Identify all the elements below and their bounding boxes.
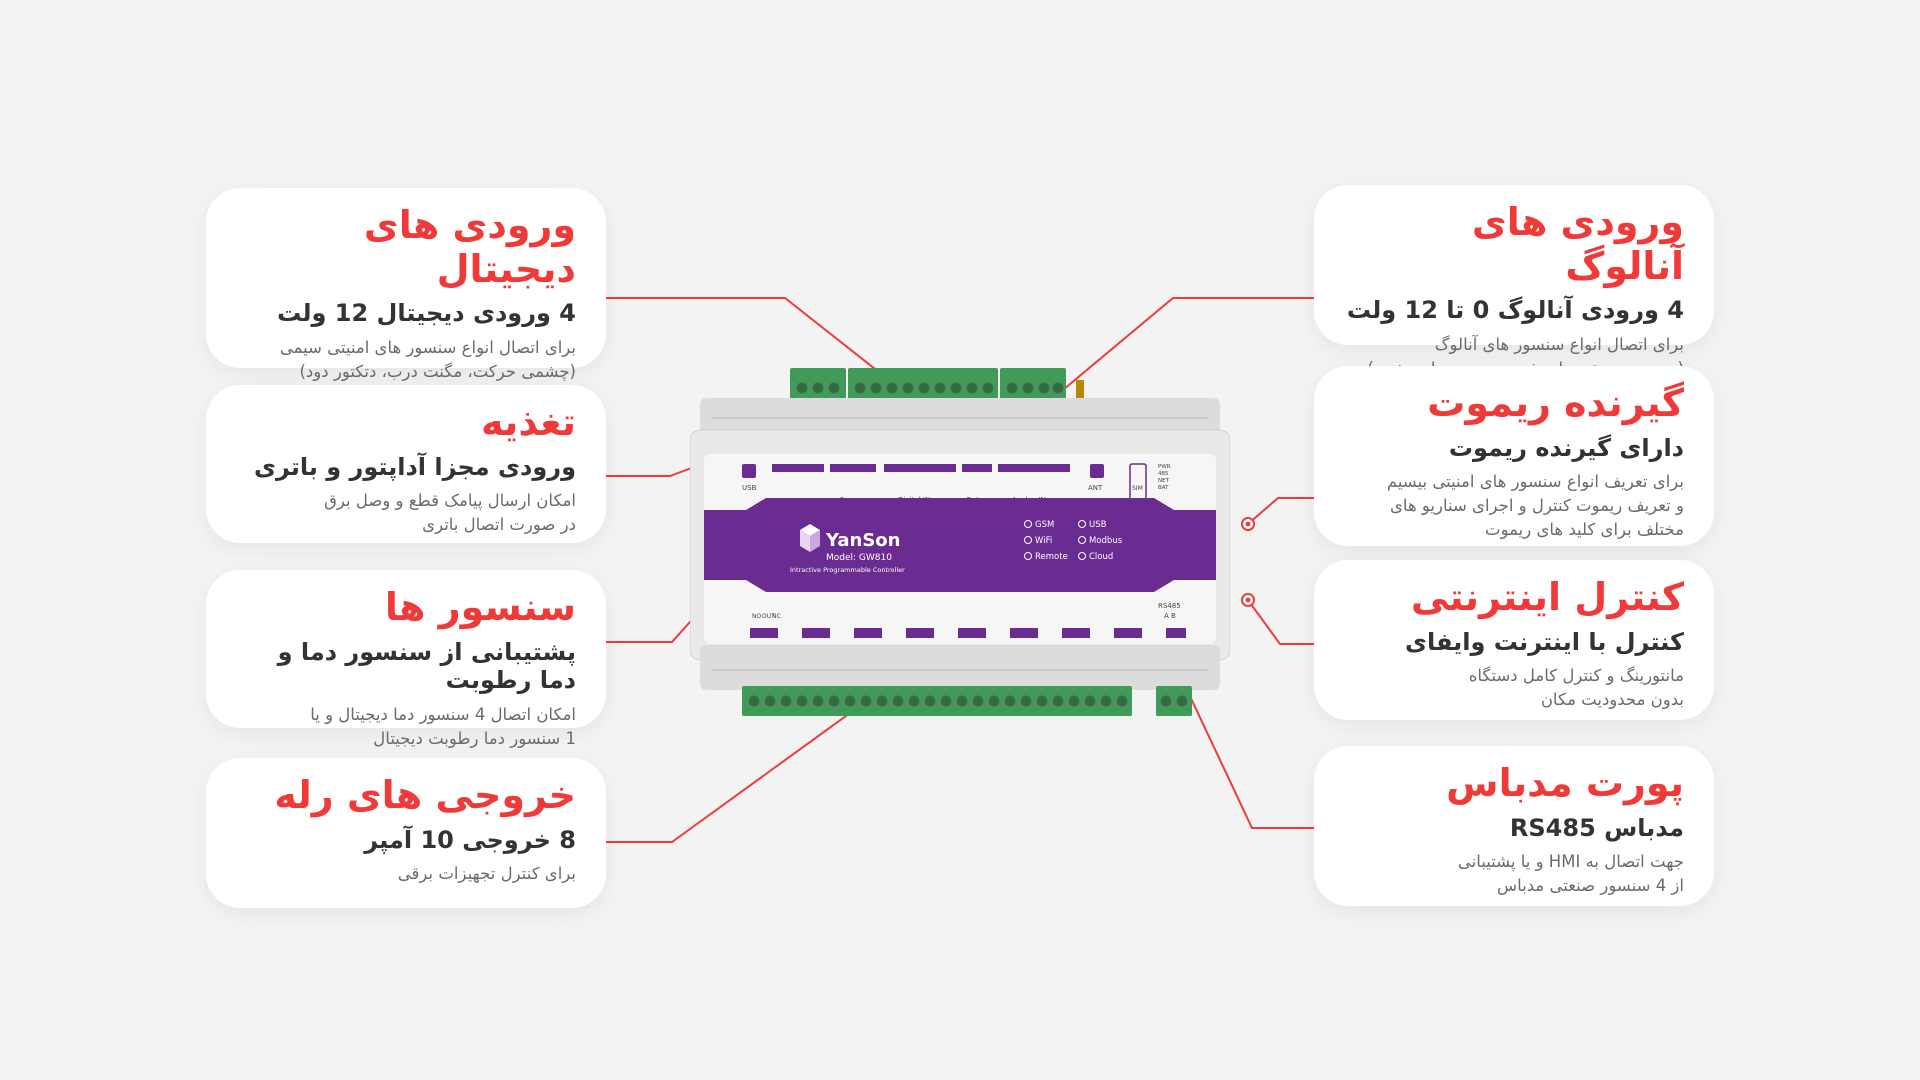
feature-cloud: Cloud	[1089, 552, 1113, 562]
card-subtitle: 8 خروجی 10 آمپر	[364, 825, 576, 854]
card-title: خروجی های رله	[274, 773, 576, 817]
card-description: برای تعریف انواع سنسور های امنیتی بیسیم …	[1386, 472, 1684, 540]
controller-device: USB Sensors Digital IN Out Analog IN ANT…	[690, 368, 1230, 716]
feature-usb: USB	[1089, 520, 1107, 530]
line-relay	[605, 657, 927, 843]
rs485-label: RS485	[1158, 602, 1181, 610]
led-bat: BAT	[1158, 485, 1169, 491]
card-remote-receiver: گیرنده ریموت دارای گیرنده ریموت برای تعر…	[1314, 366, 1714, 546]
line-remote	[1247, 497, 1315, 525]
card-subtitle: 4 ورودی آنالوگ 0 تا 12 ولت	[1346, 296, 1684, 325]
card-description: امکان ارسال پیامک قطع و وصل برق در صورت …	[324, 491, 576, 535]
card-sensors: سنسور ها پشتیبانی از سنسور دما و دما رطو…	[206, 570, 606, 748]
card-description: مانتورینگ و کنترل کامل دستگاه بدون محدود…	[1468, 666, 1684, 710]
feature-remote: Remote	[1035, 552, 1068, 562]
card-title: تغذیه	[481, 400, 576, 444]
line-internet	[1247, 599, 1315, 645]
card-title: گیرنده ریموت	[1427, 381, 1684, 425]
led-net: NET	[1158, 478, 1170, 484]
card-relay-outputs: خروجی های رله 8 خروجی 10 آمپر برای کنترل…	[206, 758, 606, 908]
yanson-logo-icon	[800, 524, 820, 552]
card-description: جهت اتصال به HMI و یا پشتیبانی از 4 سنسو…	[1457, 852, 1684, 896]
led-485: 485	[1158, 471, 1169, 477]
top-terminal-blocks	[790, 368, 1084, 402]
card-title: ورودی های دیجیتال	[363, 203, 576, 291]
card-subtitle: کنترل با اینترنت وایفای	[1404, 627, 1684, 656]
label-usb: USB	[742, 484, 757, 492]
card-modbus-port: پورت مدباس مدباس RS485 جهت اتصال به HMI …	[1314, 746, 1714, 906]
card-power: تغذیه ورودی مجزا آداپتور و باتری امکان ا…	[206, 385, 606, 543]
card-description: امکان اتصال 4 سنسور دما دیجیتال و یا 1 س…	[310, 705, 576, 749]
card-subtitle: مدباس RS485	[1509, 813, 1684, 842]
rs485-pins: A B	[1164, 612, 1176, 620]
relay-out-label: OUT	[762, 613, 775, 620]
model-name: Model: GW810	[826, 553, 892, 563]
relay-nc-label: NC	[772, 613, 781, 620]
bottom-terminal-blocks	[742, 686, 1192, 716]
card-title: پورت مدباس	[1446, 761, 1684, 805]
feature-modbus: Modbus	[1089, 536, 1123, 546]
card-subtitle: ورودی مجزا آداپتور و باتری	[253, 452, 576, 481]
card-title: کنترل اینترنتی	[1410, 575, 1684, 619]
card-subtitle: 4 ورودی دیجیتال 12 ولت	[277, 299, 576, 328]
card-internet-control: کنترل اینترنتی کنترل با اینترنت وایفای م…	[1314, 560, 1714, 720]
card-analog-inputs: ورودی های آنالوگ 4 ورودی آنالوگ 0 تا 12 …	[1314, 185, 1714, 378]
tagline: Intractive Programmable Controller	[790, 566, 905, 574]
card-title: ورودی های آنالوگ	[1471, 200, 1684, 288]
card-subtitle: پشتیبانی از سنسور دما و دما رطوبت	[277, 637, 576, 695]
led-pwr: PWR	[1158, 464, 1171, 470]
card-subtitle: دارای گیرنده ریموت	[1448, 433, 1684, 462]
line-analog	[1020, 297, 1315, 426]
relay-no-label: NO	[752, 613, 761, 620]
card-title: سنسور ها	[384, 585, 576, 629]
label-ant: ANT	[1088, 484, 1103, 492]
label-sim: SIM	[1132, 485, 1143, 492]
card-description: برای کنترل تجهیزات برقی	[397, 864, 576, 884]
line-modbus	[1171, 657, 1315, 829]
feature-wifi: WiFi	[1035, 536, 1052, 546]
card-digital-inputs: ورودی های دیجیتال 4 ورودی دیجیتال 12 ولت…	[206, 188, 606, 405]
relay-indicators	[750, 628, 1186, 638]
feature-gsm: GSM	[1035, 520, 1054, 530]
brand-name: YanSon	[825, 530, 901, 551]
